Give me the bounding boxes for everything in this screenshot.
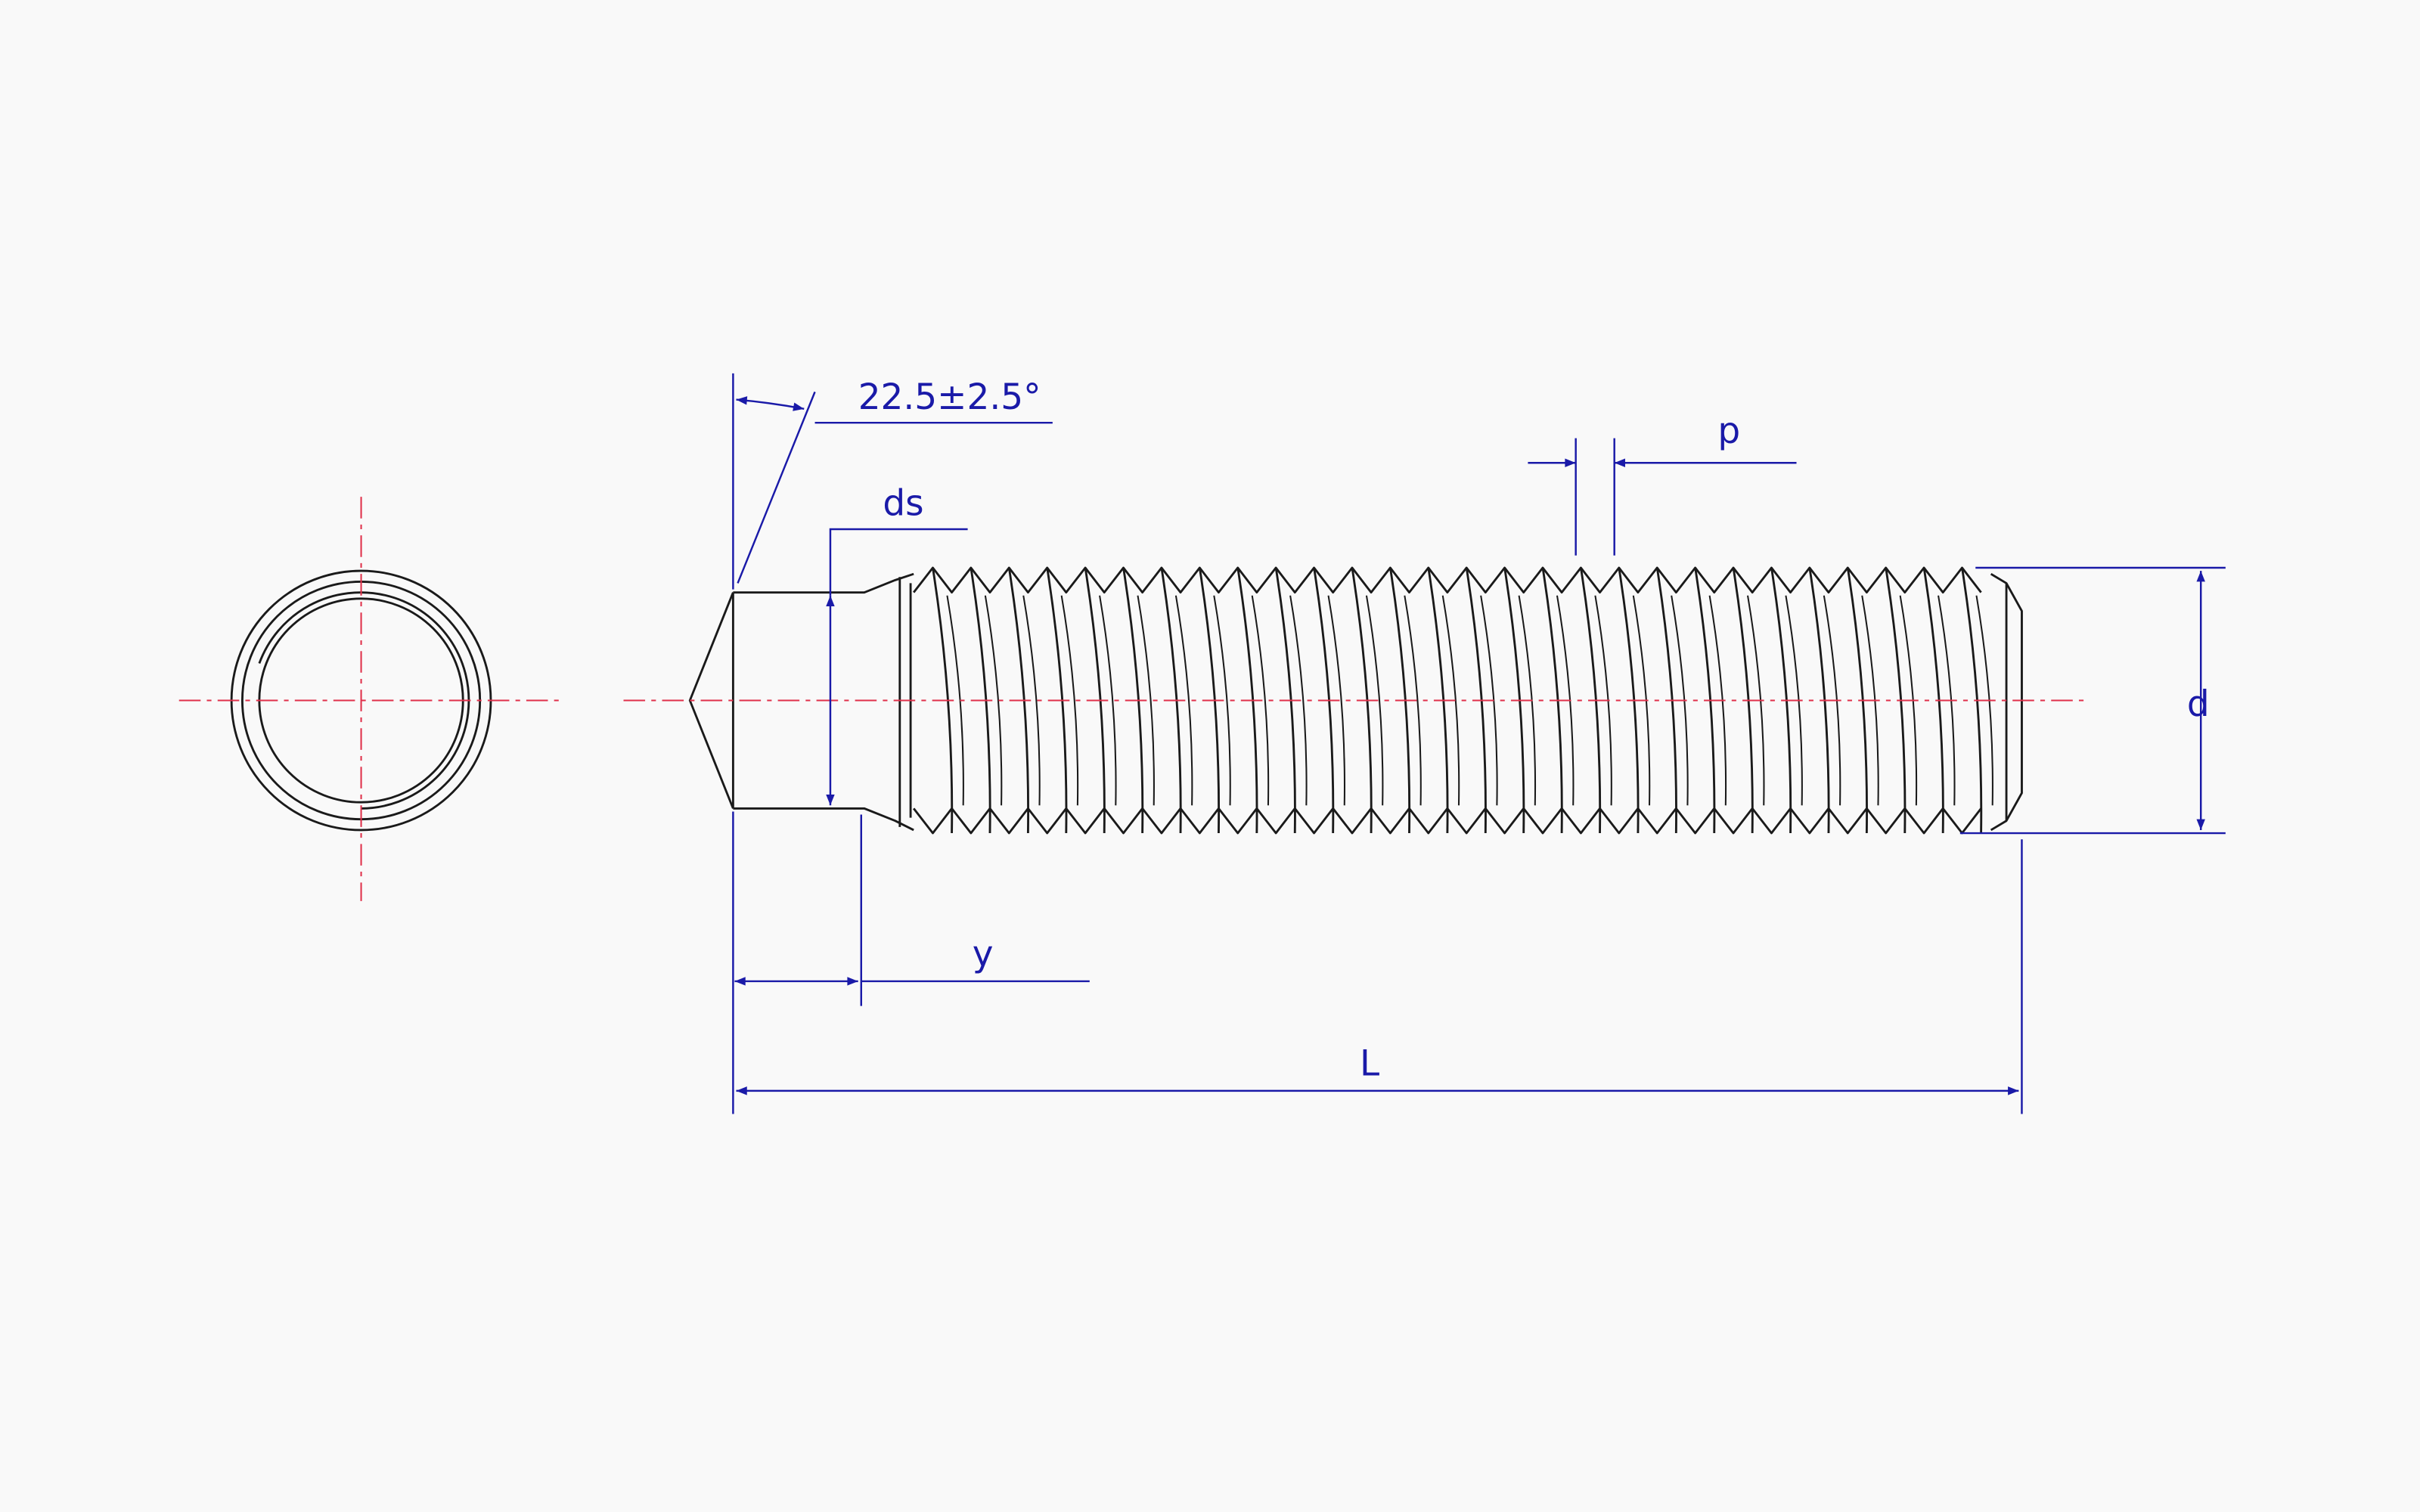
shank-outline — [731, 572, 914, 832]
thread-root-line — [1327, 595, 1345, 806]
p-label: p — [1717, 411, 1740, 452]
thread-root-line — [1441, 595, 1460, 806]
thread-root-line — [1251, 595, 1270, 806]
thread-root-line — [1289, 595, 1308, 806]
d-dimension — [1959, 566, 2226, 835]
y-label: y — [973, 934, 994, 975]
thread-end-chamfer — [1990, 572, 2023, 832]
ds-dimension — [826, 528, 968, 806]
thread-root-line — [1137, 595, 1155, 806]
end-view-centerlines — [178, 497, 559, 901]
thread-top-profile — [913, 566, 1982, 594]
angle-label: 22.5±2.5° — [858, 376, 1041, 418]
L-label: L — [1360, 1043, 1379, 1084]
L-dimension — [732, 811, 2023, 1114]
thread-root-line — [1099, 595, 1117, 806]
pitch-dimension — [1528, 438, 1797, 556]
ds-label: ds — [883, 483, 923, 525]
thread-root-line — [984, 595, 1003, 806]
thread-root-line — [1022, 595, 1041, 806]
thread-root-line — [1060, 595, 1079, 806]
thread-root-line — [1174, 595, 1193, 806]
dimensions — [732, 373, 2226, 1114]
d-label: d — [2187, 683, 2210, 725]
end-view-thread-arc — [258, 591, 470, 810]
angle-dimension — [732, 373, 1053, 590]
thread-root-line — [1404, 595, 1422, 806]
thread-root-line — [1213, 595, 1231, 806]
y-dimension — [734, 814, 1090, 1006]
thread-root-line — [1365, 595, 1384, 806]
